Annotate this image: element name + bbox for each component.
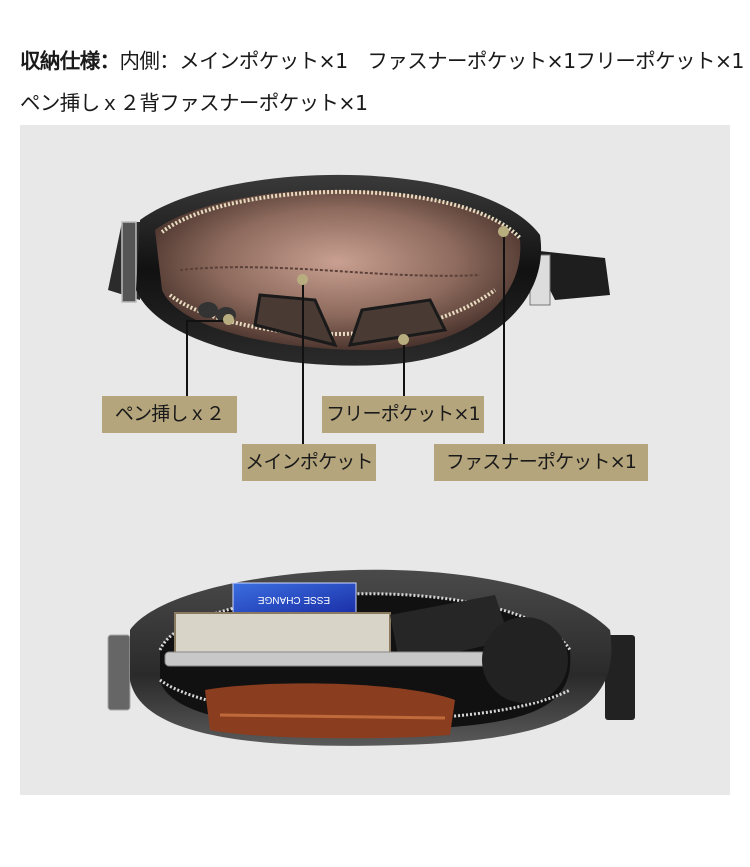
spec-line-2: ペン挿しｘ２背ファスナーポケット×1: [20, 91, 368, 115]
card-box-text: ESSE CHANGE: [258, 594, 331, 605]
pen-holder-marker: [223, 314, 234, 325]
storage-spec-text: 収納仕様：内側：メインポケット×1 ファスナーポケット×1フリーポケット×1 ペ…: [20, 40, 744, 124]
zip-pocket-marker: [498, 226, 509, 237]
zip-callout-line: [503, 232, 505, 445]
pen-holder-label: ペン挿しｘ２: [102, 396, 237, 433]
free-pocket-marker: [398, 334, 409, 345]
main-pocket-marker: [297, 274, 308, 285]
free-pocket-label: フリーポケット×1: [322, 396, 484, 433]
pen-callout-line-h: [186, 320, 228, 322]
main-callout-line: [302, 280, 304, 445]
zip-pocket-label: ファスナーポケット×1: [434, 444, 648, 481]
spec-heading: 収納仕様：: [20, 49, 120, 73]
free-callout-line: [403, 340, 405, 397]
spec-line-1-rest: 内側：メインポケット×1 ファスナーポケット×1フリーポケット×1: [119, 49, 745, 73]
pen-callout-line-v: [186, 320, 188, 397]
bag-interior-photo: [100, 160, 680, 380]
spec-line-1: 収納仕様：内側：メインポケット×1 ファスナーポケット×1フリーポケット×1: [20, 40, 744, 82]
main-pocket-label: メインポケット: [242, 444, 376, 481]
bag-contents-photo: ESSE CHANGE: [100, 540, 660, 770]
